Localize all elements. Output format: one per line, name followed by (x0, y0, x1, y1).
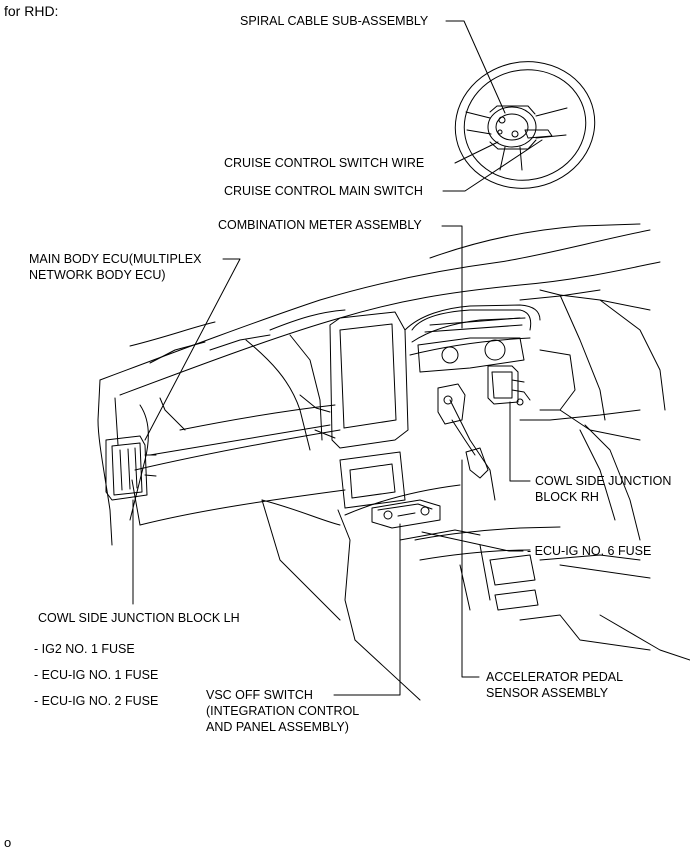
steering-wheel (454, 61, 596, 189)
figure-code: o (4, 835, 12, 850)
cowl-junction-block-rh-graphic (487, 365, 531, 406)
dashboard-outline (97, 223, 690, 701)
label-cowl-rh-line2: BLOCK RH (535, 490, 599, 504)
main-body-ecu-graphic (105, 435, 157, 501)
label-vsc-line1: VSC OFF SWITCH (206, 688, 313, 702)
label-vsc-line3: AND PANEL ASSEMBLY) (206, 720, 349, 734)
leader-lines (132, 20, 543, 696)
label-main-body-ecu-line2: NETWORK BODY ECU) (29, 268, 166, 282)
label-ecu-ig-no6-fuse: - ECU-IG NO. 6 FUSE (527, 544, 652, 558)
label-accelerator-line2: SENSOR ASSEMBLY (486, 686, 609, 700)
label-ecu-ig-no2-fuse: - ECU-IG NO. 2 FUSE (34, 694, 159, 708)
label-main-body-ecu-line1: MAIN BODY ECU(MULTIPLEX (29, 252, 202, 266)
label-cowl-lh: COWL SIDE JUNCTION BLOCK LH (38, 611, 240, 625)
label-cruise-control-switch-wire: CRUISE CONTROL SWITCH WIRE (224, 156, 425, 170)
label-spiral-cable: SPIRAL CABLE SUB-ASSEMBLY (240, 14, 429, 28)
label-combination-meter: COMBINATION METER ASSEMBLY (218, 218, 422, 232)
accelerator-pedal-graphic (437, 383, 489, 479)
label-cowl-rh-line1: COWL SIDE JUNCTION (535, 474, 672, 488)
combination-meter-graphic (411, 309, 532, 373)
label-cruise-control-main-switch: CRUISE CONTROL MAIN SWITCH (224, 184, 423, 198)
label-ig2-no1-fuse: - IG2 NO. 1 FUSE (34, 642, 135, 656)
page-title: for RHD: (4, 3, 59, 19)
label-vsc-line2: (INTEGRATION CONTROL (206, 704, 360, 718)
vsc-off-switch-graphic (371, 499, 441, 529)
label-accelerator-line1: ACCELERATOR PEDAL (486, 670, 624, 684)
label-ecu-ig-no1-fuse: - ECU-IG NO. 1 FUSE (34, 668, 159, 682)
